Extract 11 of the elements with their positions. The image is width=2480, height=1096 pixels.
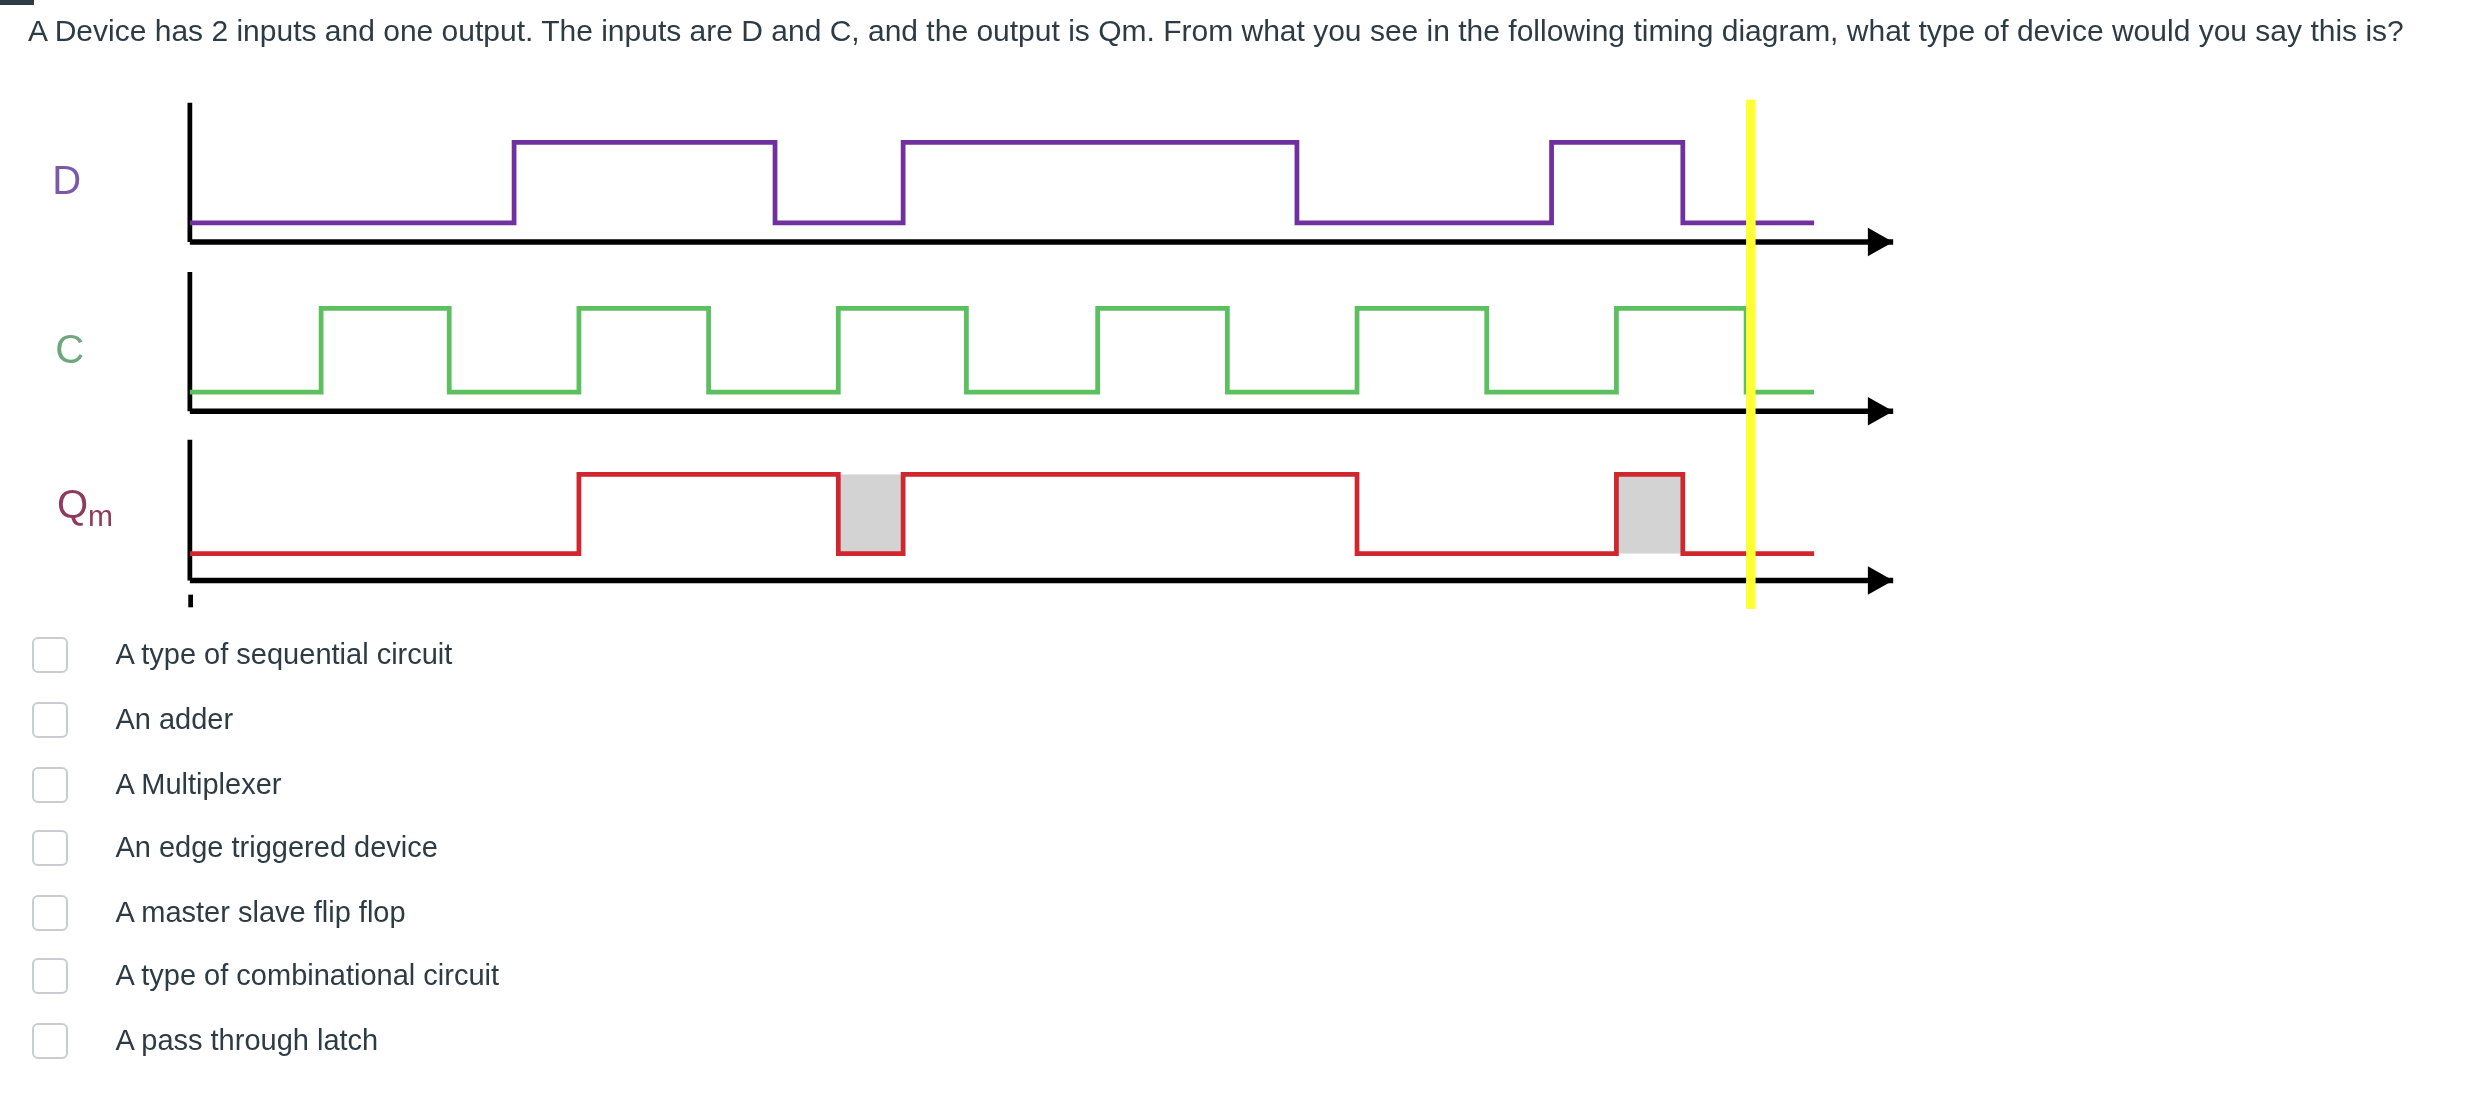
- question-text: A Device has 2 inputs and one output. The inputs are D and C, and the output is Qm. From what you see in the following timing diagram, what type of device would you say this is?: [28, 14, 2405, 48]
- signal-label: C: [55, 327, 85, 372]
- answer-option: A pass through latch: [115, 1023, 379, 1058]
- answer-option: A master slave flip flop: [115, 895, 406, 930]
- answer-option: An edge triggered device: [115, 830, 438, 865]
- answer-option: A Multiplexer: [115, 767, 282, 802]
- answer-option: A type of combinational circuit: [115, 958, 500, 993]
- signal-label: D: [52, 158, 82, 203]
- answer-option: A type of sequential circuit: [115, 637, 453, 672]
- answer-option: An adder: [115, 702, 234, 737]
- signal-label: Q$_{m}$: [56, 482, 114, 527]
